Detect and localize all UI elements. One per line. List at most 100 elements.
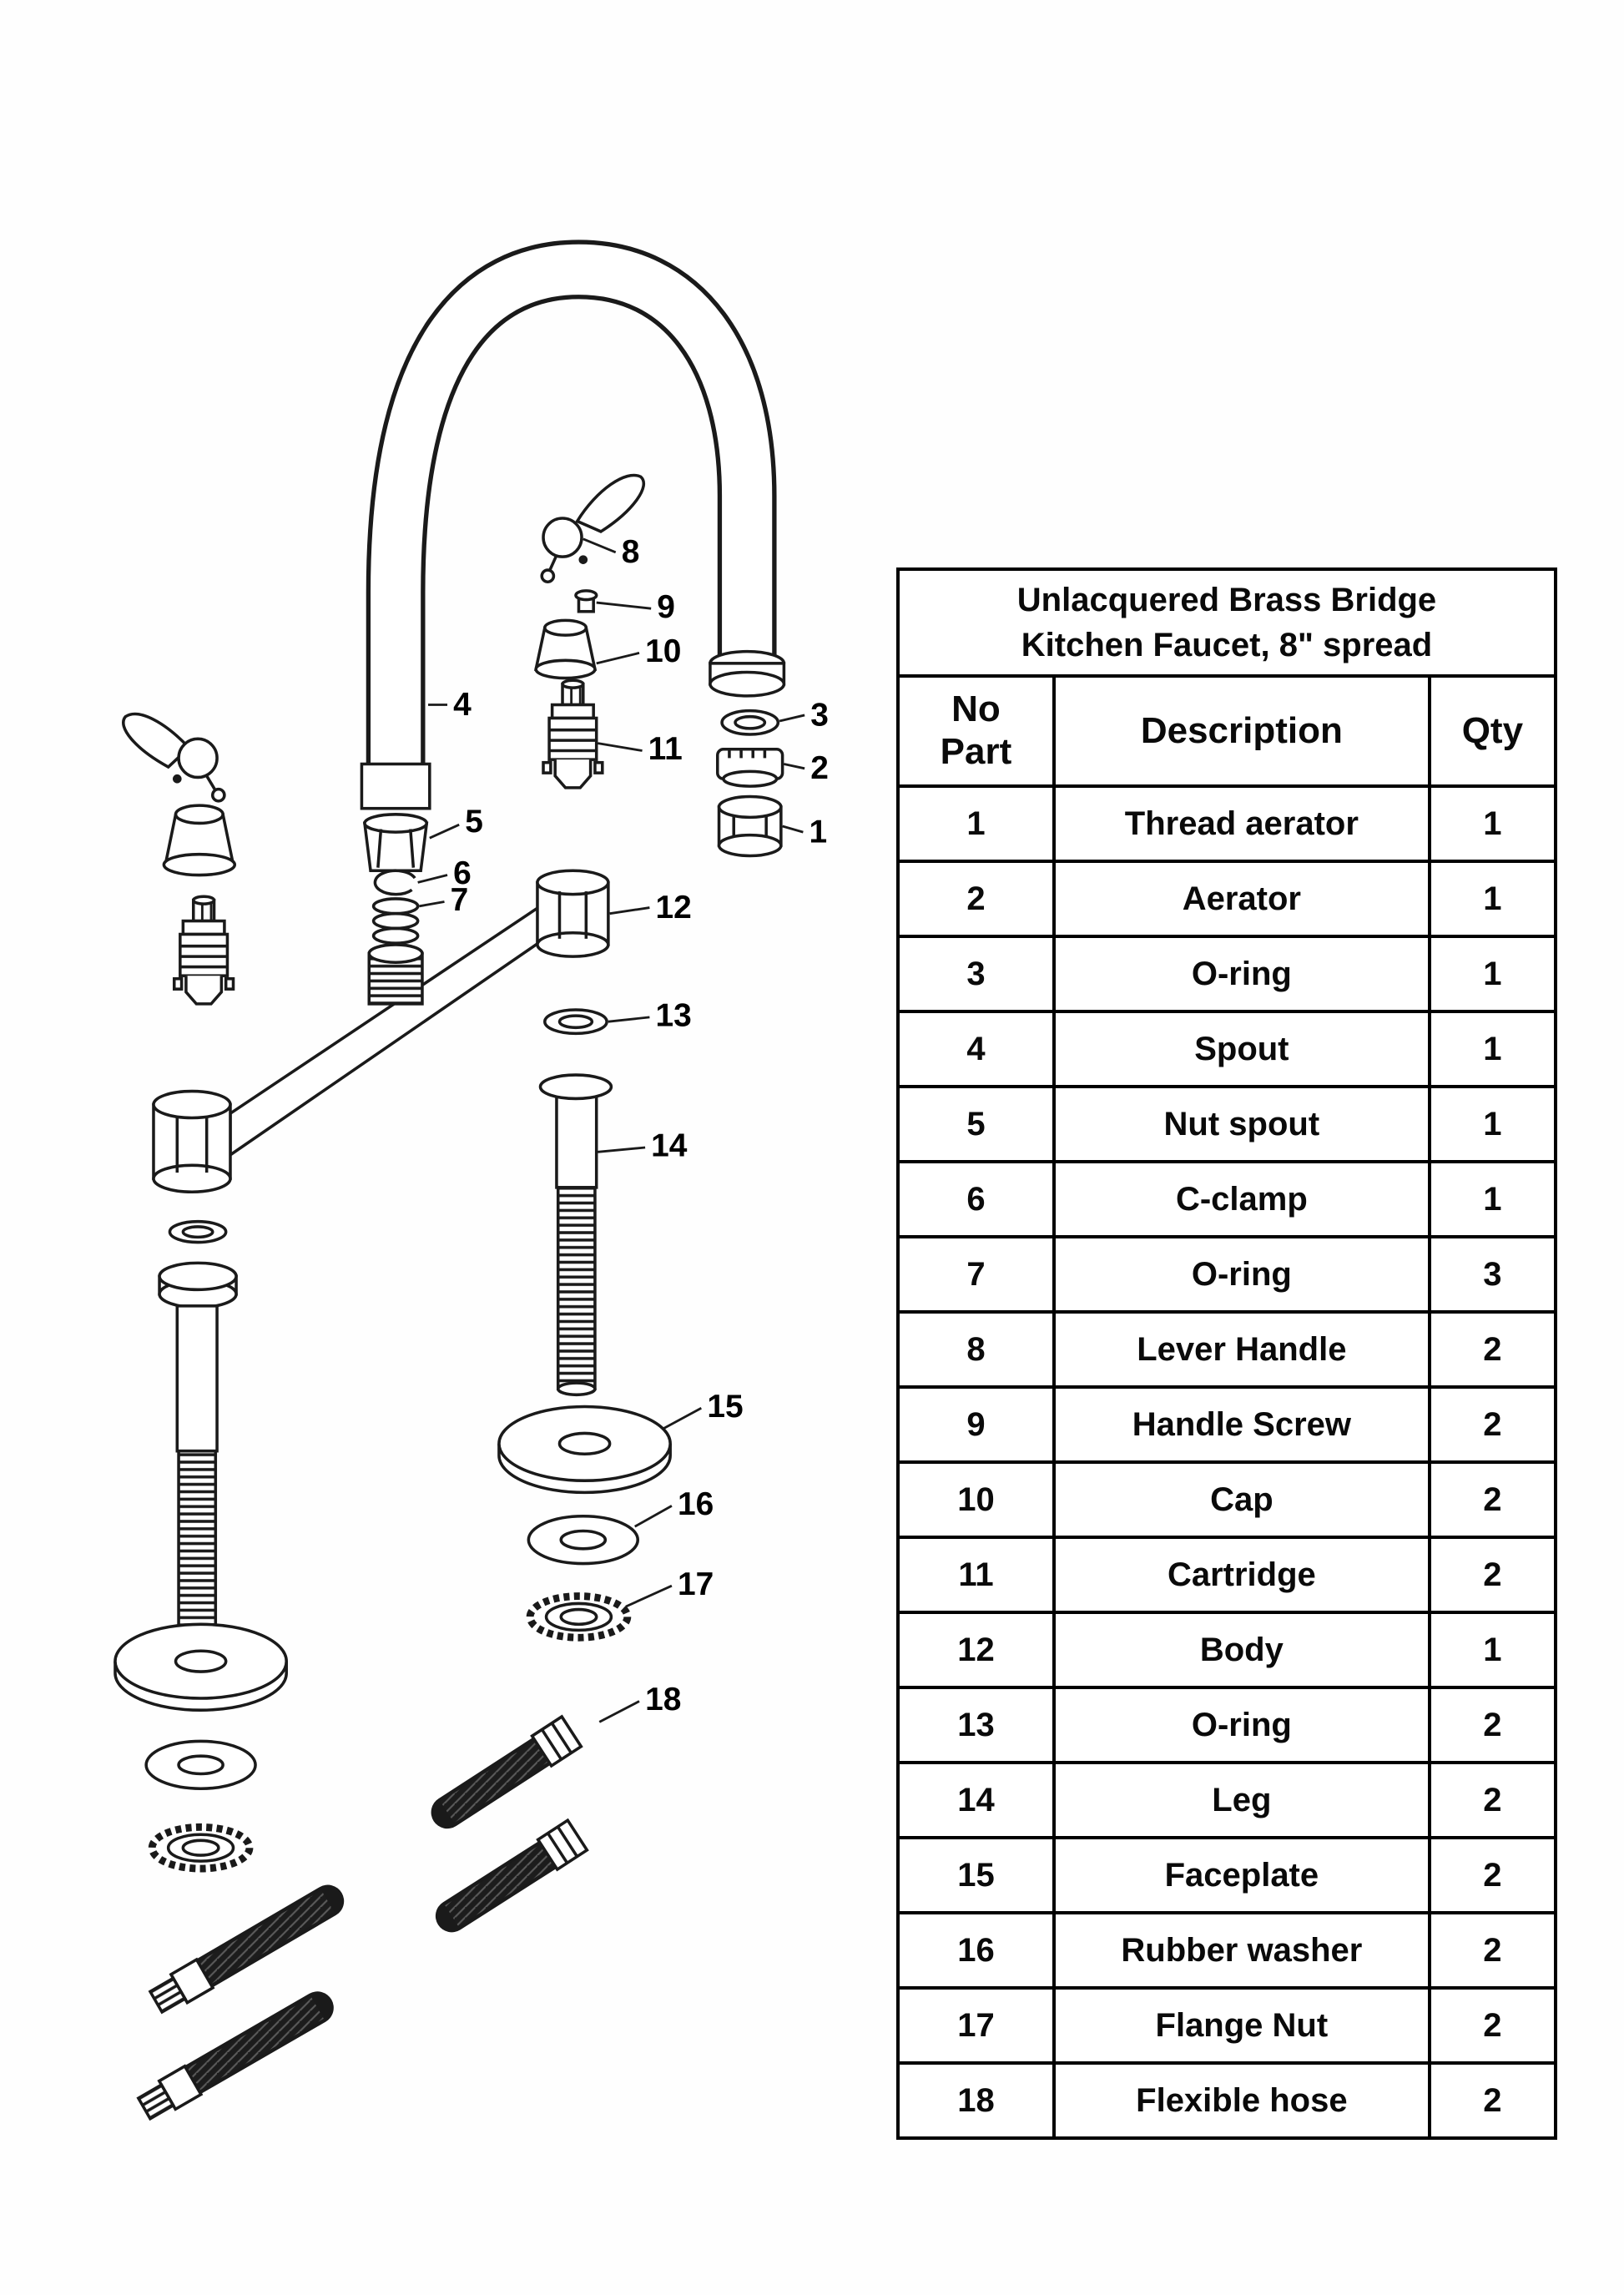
cell-qty: 2 [1427,1310,1558,1389]
header-no-part: No Part [896,674,1056,788]
callout-16: 16 [634,1486,714,1528]
callout-9: 9 [596,589,675,625]
cell-description: Thread aerator [1052,784,1431,863]
nut-spout-part [362,813,429,872]
svg-text:3: 3 [810,697,829,733]
cell-qty: 2 [1427,1911,1558,1990]
svg-text:5: 5 [465,804,483,840]
svg-text:13: 13 [655,997,691,1033]
cartridge-left [172,895,235,1006]
callout-17: 17 [625,1566,714,1608]
handle-screw-part [574,589,598,613]
leg-right [538,1073,613,1397]
faceplate-left [113,1622,288,1712]
cell-qty: 2 [1427,1385,1558,1464]
cell-qty: 3 [1427,1235,1558,1314]
flange-nut-right [526,1592,632,1642]
cell-no: 1 [896,784,1056,863]
cell-no: 11 [896,1536,1056,1614]
cell-no: 8 [896,1310,1056,1389]
header-description: Description [1052,674,1431,788]
svg-text:4: 4 [453,687,472,723]
flexible-hose-right-2 [435,1818,589,1933]
cell-qty: 1 [1427,1085,1558,1163]
table-title-row: Unlacquered Brass Bridge Kitchen Faucet,… [896,567,1557,678]
leg-left [158,1261,238,1644]
cell-qty: 1 [1427,1010,1558,1088]
cell-qty: 2 [1427,1986,1558,2065]
cell-description: Body [1052,1611,1431,1689]
cell-qty: 2 [1427,1460,1558,1539]
svg-text:2: 2 [810,750,829,786]
c-clamp-part [373,869,416,896]
cell-description: Handle Screw [1052,1385,1431,1464]
o-ring-left [168,1219,228,1244]
header-no-line2: Part [940,731,1012,772]
cell-no: 3 [896,935,1056,1013]
svg-text:10: 10 [645,633,681,669]
cell-no: 17 [896,1986,1056,2065]
table-title-line1: Unlacquered Brass Bridge [1016,582,1437,618]
callout-4: 4 [428,687,472,723]
cell-description: Flange Nut [1052,1986,1431,2065]
cell-no: 13 [896,1686,1056,1764]
cell-no: 18 [896,2061,1056,2140]
svg-text:18: 18 [645,1682,681,1717]
callout-15: 15 [662,1389,744,1430]
cell-description: O-ring [1052,1686,1431,1764]
callout-2: 2 [784,750,829,786]
cell-no: 16 [896,1911,1056,1990]
callout-7: 7 [419,882,468,918]
svg-text:9: 9 [657,589,675,625]
cell-no: 12 [896,1611,1056,1689]
svg-text:14: 14 [651,1128,688,1164]
cell-qty: 2 [1427,1761,1558,1839]
flange-nut-left [152,1827,250,1869]
cell-description: O-ring [1052,1235,1431,1314]
cell-qty: 2 [1427,1686,1558,1764]
cell-qty: 2 [1427,1536,1558,1614]
lever-handle-left [122,712,226,803]
svg-text:16: 16 [678,1486,714,1522]
cell-description: Cartridge [1052,1536,1431,1614]
rubber-washer-right [527,1515,640,1566]
cell-qty: 1 [1427,1611,1558,1689]
callout-13: 13 [608,997,692,1034]
cell-no: 5 [896,1085,1056,1163]
cell-description: Rubber washer [1052,1911,1431,1990]
svg-text:12: 12 [655,890,691,926]
svg-text:8: 8 [622,534,640,570]
table-title-line2: Kitchen Faucet, 8" spread [1021,627,1433,663]
flexible-hose-right-1 [431,1714,583,1829]
callout-3: 3 [779,697,829,733]
faceplate-right [497,1405,672,1495]
cap-right [533,618,598,680]
cell-description: Leg [1052,1761,1431,1839]
cell-description: Faceplate [1052,1836,1431,1914]
thread-aerator-part [717,794,783,858]
cell-qty: 1 [1427,784,1558,863]
cell-no: 2 [896,860,1056,938]
cell-no: 10 [896,1460,1056,1539]
parts-table: Unlacquered Brass Bridge Kitchen Faucet,… [896,567,1558,2140]
svg-text:1: 1 [809,814,827,850]
svg-text:7: 7 [451,882,469,918]
aerator-part [716,747,784,788]
cell-description: Flexible hose [1052,2061,1431,2140]
spout-shank [367,943,424,1006]
